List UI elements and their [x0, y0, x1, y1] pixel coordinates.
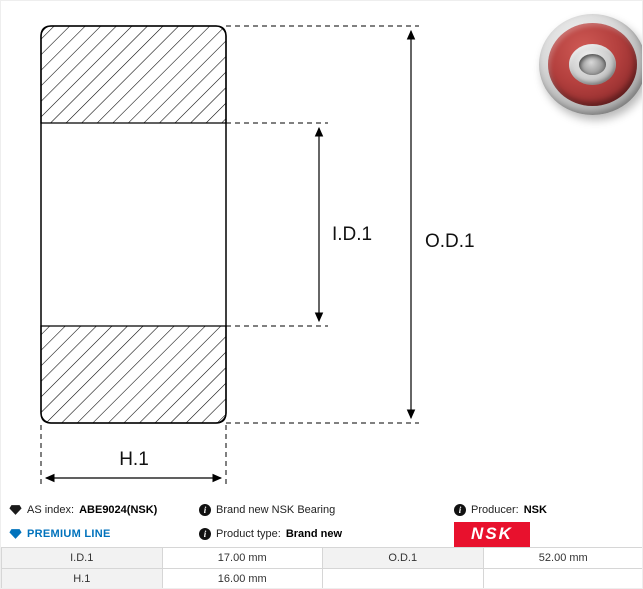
producer: Producer: NSK — [454, 504, 642, 516]
hatched-section-top — [40, 25, 227, 124]
info-icon — [454, 504, 466, 516]
brand-new-text: Brand new NSK Bearing — [216, 504, 336, 516]
as-index-label: AS index: — [27, 504, 75, 516]
dim-label: O.D.1 — [322, 547, 484, 569]
extension-lines — [40, 25, 419, 487]
product-type: Product type: Brand new — [199, 528, 454, 540]
hatched-section-bottom — [40, 325, 227, 424]
od-dimension-label: O.D.1 — [425, 231, 475, 252]
nsk-logo: NSK — [454, 521, 530, 547]
dim-value-empty — [482, 568, 642, 588]
dim-value: 17.00 mm — [161, 547, 323, 569]
info-icon — [199, 528, 211, 540]
premium-diamond-icon — [9, 529, 22, 539]
dim-value: 16.00 mm — [161, 568, 323, 588]
footer-info: AS index: ABE9024(NSK) Brand new NSK Bea… — [1, 496, 642, 547]
product-type-value: Brand new — [285, 528, 343, 540]
h-dimension-label: H.1 — [119, 449, 149, 470]
premium-line: PREMIUM LINE — [9, 528, 199, 540]
bearing-cross-section-diagram: I.D.1 O.D.1 H.1 — [40, 25, 475, 487]
dim-label-empty — [322, 568, 484, 588]
dim-label: I.D.1 — [1, 547, 163, 569]
producer-label: Producer: — [471, 504, 519, 516]
table-row: H.1 16.00 mm — [1, 568, 642, 588]
table-row: I.D.1 17.00 mm O.D.1 52.00 mm — [1, 547, 642, 569]
premium-line-label: PREMIUM LINE — [27, 528, 111, 540]
dim-label: H.1 — [1, 568, 163, 588]
info-icon — [199, 504, 211, 516]
as-index-value: ABE9024(NSK) — [79, 504, 158, 516]
as-index: AS index: ABE9024(NSK) — [9, 504, 199, 516]
dim-value: 52.00 mm — [482, 547, 642, 569]
diamond-icon — [9, 505, 22, 515]
producer-value: NSK — [523, 504, 547, 516]
bearing-bore — [579, 54, 606, 75]
nsk-logo-wrap: NSK — [454, 521, 642, 547]
id-dimension-label: I.D.1 — [332, 224, 372, 245]
product-type-label: Product type: — [216, 528, 281, 540]
brand-new-note: Brand new NSK Bearing — [199, 504, 454, 516]
bearing-photo — [539, 14, 642, 115]
dimensions-table: I.D.1 17.00 mm O.D.1 52.00 mm H.1 16.00 … — [1, 547, 642, 588]
